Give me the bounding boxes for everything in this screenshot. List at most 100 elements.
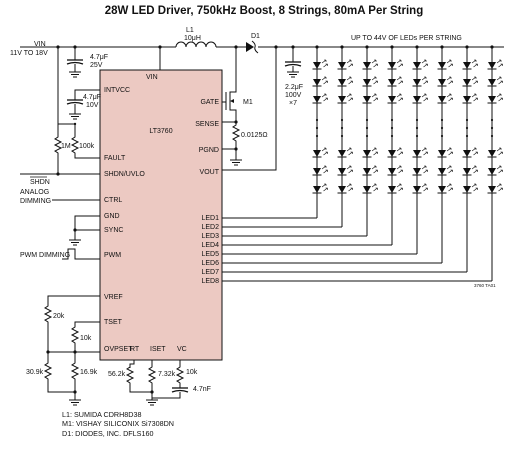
ellipsis-dot <box>365 134 369 138</box>
pin-iset: ISET <box>150 346 166 353</box>
r169k-value: 16.9k <box>80 369 98 376</box>
ellipsis-dot <box>440 126 444 130</box>
cvc-value: 4.7nF <box>193 386 211 393</box>
led <box>462 59 478 70</box>
led <box>412 183 428 194</box>
analog-dimming-line2: DIMMING <box>20 198 51 205</box>
l1-label: L1 <box>186 27 194 34</box>
led <box>412 59 428 70</box>
ellipsis-dot <box>340 118 344 122</box>
rt-wire <box>129 360 135 368</box>
ic-body <box>99 69 223 361</box>
resistor-10k-tset <box>71 323 79 347</box>
vin-label: VIN <box>34 41 46 48</box>
bom-line: M1: VISHAY SILICONIX Si7308DN <box>62 419 174 429</box>
ellipsis-dot <box>315 134 319 138</box>
pin-led2: LED2 <box>201 224 219 231</box>
d1-label: D1 <box>251 33 260 40</box>
led <box>412 147 428 158</box>
led <box>437 147 453 158</box>
pin-rt: RT <box>130 346 140 353</box>
resistor-vc-10k <box>176 363 184 387</box>
led <box>487 165 503 176</box>
cin-value: 4.7μF <box>90 54 108 61</box>
pin-tset: TSET <box>104 319 123 326</box>
r309k-value: 30.9k <box>26 369 44 376</box>
inductor-l1 <box>175 41 217 48</box>
led <box>387 183 403 194</box>
led <box>312 59 328 70</box>
pin-ovpset: OVPSET <box>104 346 133 353</box>
rvc-value: 10k <box>186 369 198 376</box>
pin-vref: VREF <box>104 294 123 301</box>
ellipsis-dot <box>490 126 494 130</box>
ellipsis-dot <box>365 126 369 130</box>
rshdn-value: 1M <box>61 143 71 150</box>
cin-voltage: 25V <box>90 62 103 69</box>
led <box>312 183 328 194</box>
led <box>337 165 353 176</box>
ellipsis-dot <box>390 126 394 130</box>
pin-led1: LED1 <box>201 215 219 222</box>
figure-code: 3760 TA01 <box>474 283 496 288</box>
ellipsis-dot <box>465 118 469 122</box>
resistor-16-9k <box>71 359 79 383</box>
pin-intvcc: INTVCC <box>104 87 130 94</box>
ellipsis-dot <box>465 126 469 130</box>
pin-led6: LED6 <box>201 260 219 267</box>
led <box>312 147 328 158</box>
vout-line <box>222 47 277 171</box>
led <box>412 93 428 104</box>
ellipsis-dot <box>440 118 444 122</box>
led <box>412 76 428 87</box>
ellipsis-dot <box>315 118 319 122</box>
led <box>437 76 453 87</box>
pin-gnd: GND <box>104 213 120 220</box>
pin-vout: VOUT <box>200 169 220 176</box>
resistor-30-9k <box>44 359 52 383</box>
led <box>362 76 378 87</box>
cintvcc-voltage: 10V <box>86 102 99 109</box>
ic-name: LT3760 <box>149 128 172 135</box>
led <box>337 183 353 194</box>
led <box>462 183 478 194</box>
pin-sense: SENSE <box>195 121 219 128</box>
vin-range: 11V TO 18V <box>10 50 48 57</box>
pin-pgnd: PGND <box>199 147 219 154</box>
led <box>362 93 378 104</box>
led <box>337 93 353 104</box>
vc-capacitor <box>171 387 189 393</box>
resistor-56-2k <box>126 363 134 387</box>
led <box>387 59 403 70</box>
pin-shdn: SHDN/UVLO <box>104 171 145 178</box>
ellipsis-dot <box>490 118 494 122</box>
intvcc-capacitor <box>66 99 84 105</box>
bom-notes: L1: SUMIDA CDRH8D38 M1: VISHAY SILICONIX… <box>62 410 174 438</box>
diode-d1 <box>246 42 254 52</box>
pin-led8: LED8 <box>201 278 219 285</box>
led <box>487 147 503 158</box>
led <box>362 59 378 70</box>
ellipsis-dot <box>340 126 344 130</box>
led <box>437 165 453 176</box>
led <box>487 76 503 87</box>
led <box>387 165 403 176</box>
led-pin-labels: LED1 LED2 LED3 LED4 LED5 LED6 LED7 LED8 <box>201 215 219 285</box>
sense-resistor <box>232 121 240 145</box>
pin-led4: LED4 <box>201 242 219 249</box>
pin-ctrl: CTRL <box>104 197 122 204</box>
pin-led3: LED3 <box>201 233 219 240</box>
ellipsis-dot <box>390 118 394 122</box>
output-capacitor <box>284 61 302 67</box>
diagram-title: 28W LED Driver, 750kHz Boost, 8 Strings,… <box>104 5 424 17</box>
pwm-wire <box>62 248 100 260</box>
pin-vc: VC <box>177 346 187 353</box>
led <box>462 147 478 158</box>
r10k-value: 10k <box>80 335 92 342</box>
bom-line: L1: SUMIDA CDRH8D38 <box>62 410 142 419</box>
rfault-value: 100k <box>79 143 95 150</box>
resistor-7-32k <box>148 363 156 387</box>
cout-count: ×7 <box>289 100 297 107</box>
led <box>362 183 378 194</box>
led <box>437 59 453 70</box>
